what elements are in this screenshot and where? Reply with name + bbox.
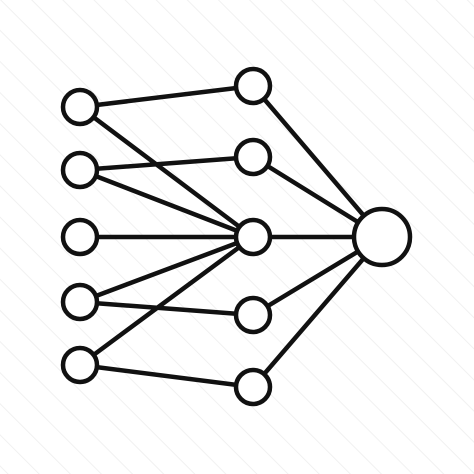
node-out-1 <box>351 206 413 268</box>
network-nodes <box>60 66 413 407</box>
edge-hid-5-to-out-1 <box>250 234 385 390</box>
edge-in-2-to-hid-3 <box>77 167 256 240</box>
node-in-3 <box>60 217 100 257</box>
node-hid-5 <box>233 367 273 407</box>
edge-in-1-to-hid-1 <box>77 83 256 110</box>
edge-hid-1-to-out-1 <box>250 83 385 240</box>
node-in-1 <box>60 87 100 127</box>
node-in-5 <box>60 345 100 385</box>
edge-in-4-to-hid-3 <box>77 234 256 305</box>
edge-in-1-to-hid-3 <box>77 104 256 240</box>
node-in-4 <box>60 282 100 322</box>
node-in-2 <box>60 150 100 190</box>
edge-in-4-to-hid-4 <box>77 299 256 318</box>
node-hid-2 <box>233 137 273 177</box>
edge-in-5-to-hid-3 <box>77 234 256 368</box>
node-hid-4 <box>233 295 273 335</box>
node-hid-3 <box>233 217 273 257</box>
node-hid-1 <box>233 66 273 106</box>
edge-in-2-to-hid-2 <box>77 154 256 173</box>
edge-in-5-to-hid-5 <box>77 362 256 390</box>
